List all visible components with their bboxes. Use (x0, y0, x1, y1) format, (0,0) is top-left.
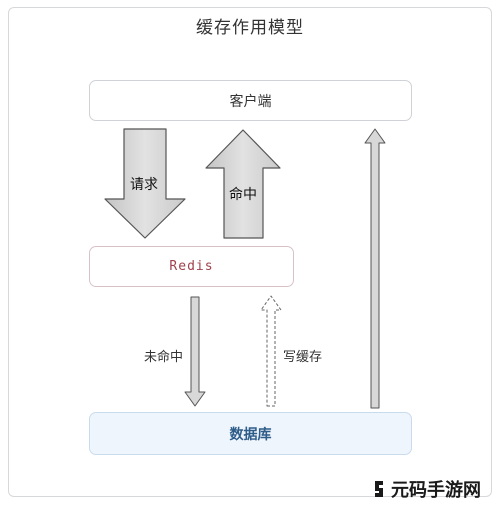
database-node: 数据库 (89, 412, 412, 455)
watermark-logo-icon (375, 481, 383, 497)
client-node-label: 客户端 (229, 93, 272, 110)
write-cache-arrow (260, 295, 282, 407)
database-node-label: 数据库 (229, 426, 272, 443)
watermark-text: 元码手游网 (391, 480, 481, 501)
db-to-client-arrow (364, 128, 386, 409)
hit-arrow (205, 129, 281, 239)
request-arrow-label: 请求 (130, 177, 158, 193)
client-node: 客户端 (89, 80, 412, 121)
diagram-title: 缓存作用模型 (196, 18, 304, 38)
miss-arrow-label: 未命中 (144, 350, 184, 365)
redis-node: Redis (89, 246, 294, 287)
watermark: 元码手游网 (372, 476, 481, 502)
hit-arrow-label: 命中 (229, 187, 257, 203)
request-arrow (104, 128, 186, 239)
write-cache-arrow-label: 写缓存 (283, 350, 323, 365)
miss-arrow (184, 296, 206, 407)
redis-node-label: Redis (169, 259, 214, 274)
